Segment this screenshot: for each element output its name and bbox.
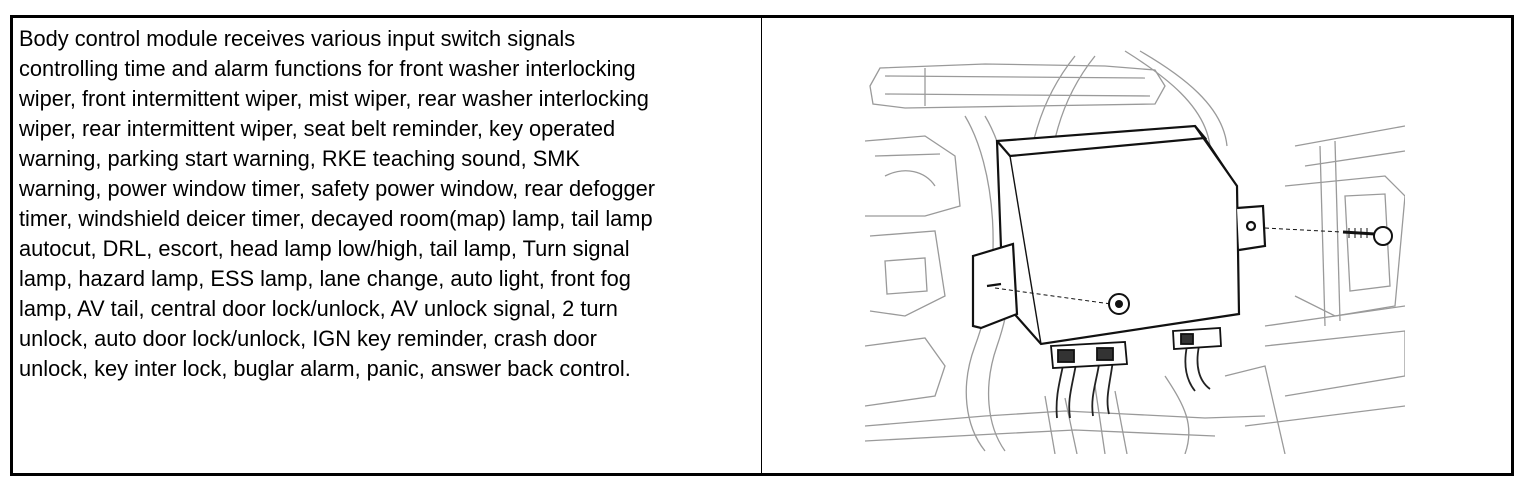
installation-guide-lines [994, 227, 1342, 305]
illustration-cell [762, 18, 1511, 473]
description-line: timer, windshield deicer timer, decayed … [19, 206, 653, 231]
description-line: warning, parking start warning, RKE teac… [19, 146, 580, 171]
description-line: wiper, front intermittent wiper, mist wi… [19, 86, 649, 111]
bcm-module-box [971, 124, 1267, 346]
description-line: Body control module receives various inp… [19, 26, 576, 51]
description-line: autocut, DRL, escort, head lamp low/high… [19, 236, 630, 261]
description-line: unlock, auto door lock/unlock, IGN key r… [19, 326, 597, 351]
mounting-bolts [1108, 226, 1393, 315]
background-structure [865, 50, 1405, 454]
description-line: lamp, hazard lamp, ESS lamp, lane change… [19, 266, 631, 291]
description-line: lamp, AV tail, central door lock/unlock,… [19, 296, 618, 321]
description-line: controlling time and alarm functions for… [19, 56, 636, 81]
connectors [1050, 327, 1222, 369]
description-cell: Body control module receives various inp… [13, 18, 762, 473]
description-line: unlock, key inter lock, buglar alarm, pa… [19, 356, 631, 381]
module-description: Body control module receives various inp… [19, 24, 755, 384]
body-control-module-illustration [865, 50, 1405, 454]
description-line: warning, power window timer, safety powe… [19, 176, 656, 201]
description-line: wiper, rear intermittent wiper, seat bel… [19, 116, 616, 141]
content-table: Body control module receives various inp… [10, 15, 1514, 476]
